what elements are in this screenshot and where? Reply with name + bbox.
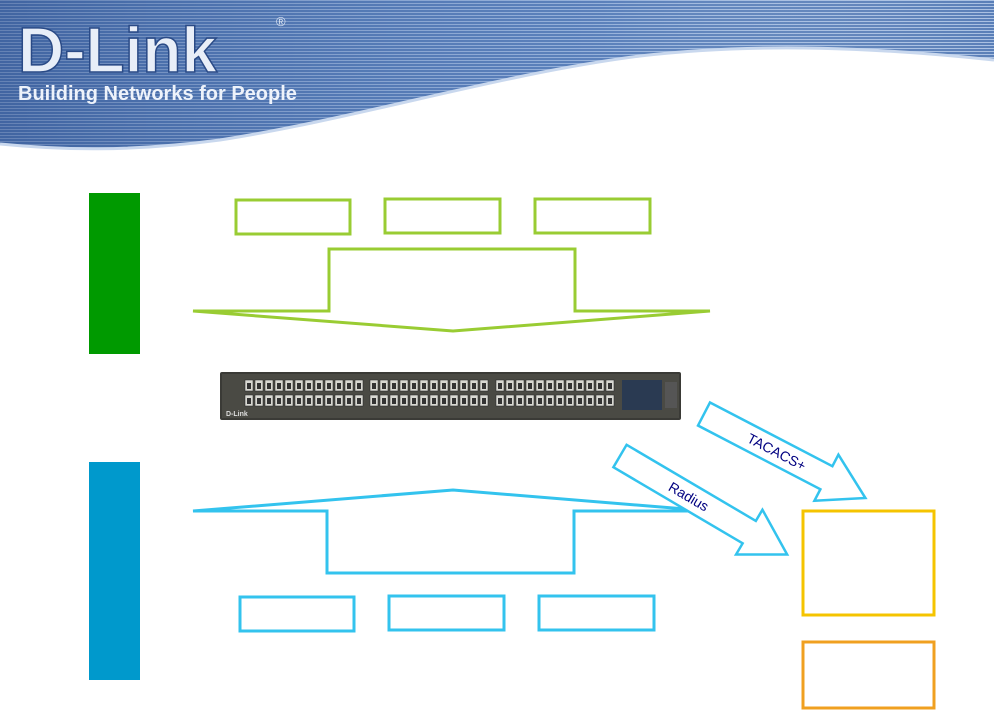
switch-port-jack (392, 383, 396, 389)
switch-port-jack (452, 398, 456, 404)
switch-port-jack (598, 383, 602, 389)
switch-port-jack (357, 398, 361, 404)
switch-port-jack (422, 398, 426, 404)
logo-tagline: Building Networks for People (18, 83, 297, 105)
switch-port-jack (472, 383, 476, 389)
header-banner (0, 0, 994, 151)
switch-port-jack (382, 383, 386, 389)
switch-port-jack (247, 383, 251, 389)
switch-port-jack (412, 383, 416, 389)
switch-port-jack (257, 383, 261, 389)
switch-port-jack (558, 383, 562, 389)
switch-port-jack (267, 383, 271, 389)
switch-port-jack (347, 398, 351, 404)
switch-port-jack (432, 398, 436, 404)
switch-port-jack (412, 398, 416, 404)
green-bar (89, 193, 140, 354)
switch-port-jack (307, 398, 311, 404)
registered-mark: ® (276, 14, 286, 29)
switch-port-jack (472, 398, 476, 404)
switch-port-jack (442, 398, 446, 404)
switch-port-jack (277, 398, 281, 404)
switch-port-jack (317, 383, 321, 389)
switch-port-jack (528, 398, 532, 404)
top-box-3 (533, 197, 652, 235)
switch-port-jack (518, 398, 522, 404)
switch-port-jack (337, 398, 341, 404)
switch-port-jack (598, 398, 602, 404)
switch-port-jack (347, 383, 351, 389)
switch-port-jack (432, 383, 436, 389)
switch-port-jack (382, 398, 386, 404)
bottom-box-2 (387, 594, 506, 632)
switch-port-jack (508, 398, 512, 404)
switch-port-jack (482, 383, 486, 389)
logo-wordmark: D-Link (18, 14, 218, 86)
switch-port-jack (498, 398, 502, 404)
switch-port-jack (392, 398, 396, 404)
switch-port-jack (297, 383, 301, 389)
switch-port-jack (538, 398, 542, 404)
top-box-1 (234, 198, 352, 236)
top-box-2 (383, 197, 502, 235)
switch-port-jack (588, 398, 592, 404)
local-db-box (801, 640, 936, 710)
switch-port-jack (462, 398, 466, 404)
bottom-box-1 (238, 595, 356, 633)
switch-port-jack (518, 383, 522, 389)
switch-port-jack (462, 383, 466, 389)
blue-bar (89, 462, 140, 680)
switch-port-jack (372, 398, 376, 404)
switch-port-jack (307, 383, 311, 389)
switch-brand-label: D-Link (226, 411, 248, 418)
switch-port-jack (588, 383, 592, 389)
switch-port-jack (372, 383, 376, 389)
network-switch: D-Link (220, 372, 681, 420)
up-funnel-arrow (192, 488, 711, 575)
dlink-logo: D-Link ® Building Networks for People (17, 13, 297, 105)
switch-port-jack (578, 383, 582, 389)
switch-port-jack (498, 383, 502, 389)
auth-server-box (801, 509, 936, 617)
switch-port-jack (452, 383, 456, 389)
switch-port-jack (297, 398, 301, 404)
switch-ports (244, 379, 615, 407)
switch-port-jack (482, 398, 486, 404)
switch-port-jack (548, 383, 552, 389)
switch-port-jack (578, 398, 582, 404)
switch-port-jack (568, 383, 572, 389)
switch-port-jack (528, 383, 532, 389)
switch-port-jack (538, 383, 542, 389)
switch-port-jack (287, 398, 291, 404)
switch-port-jack (442, 383, 446, 389)
switch-port-jack (608, 383, 612, 389)
switch-port-jack (337, 383, 341, 389)
switch-port-jack (402, 383, 406, 389)
bottom-box-3 (537, 594, 656, 632)
switch-port-jack (287, 383, 291, 389)
switch-port-jack (508, 383, 512, 389)
switch-port-jack (327, 398, 331, 404)
switch-port-jack (608, 398, 612, 404)
switch-port-jack (558, 398, 562, 404)
switch-port-jack (247, 398, 251, 404)
down-funnel-arrow (192, 247, 711, 333)
switch-port-jack (357, 383, 361, 389)
switch-port-jack (317, 398, 321, 404)
sfp-module (622, 380, 662, 410)
switch-port-jack (267, 398, 271, 404)
switch-port-jack (548, 398, 552, 404)
switch-port-jack (568, 398, 572, 404)
switch-port-jack (327, 383, 331, 389)
switch-port-jack (402, 398, 406, 404)
switch-port-jack (257, 398, 261, 404)
switch-port-jack (277, 383, 281, 389)
switch-port-jack (422, 383, 426, 389)
